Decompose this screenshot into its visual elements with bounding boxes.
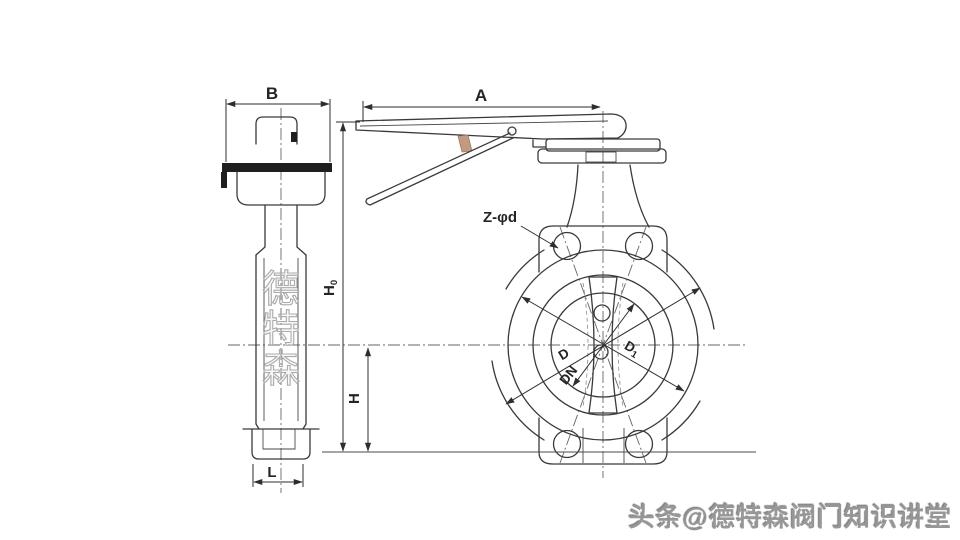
front-view xyxy=(322,113,756,465)
side-view-bottom-lug-inner xyxy=(262,429,296,450)
flange-arcs xyxy=(491,249,715,441)
lever-grip-pad xyxy=(457,134,473,153)
side-view-handle-plate-hook xyxy=(221,172,227,188)
top-lug xyxy=(538,225,668,273)
side-view-body-outer xyxy=(255,254,307,425)
dim-label-B: B xyxy=(266,84,278,103)
side-view-waist xyxy=(255,423,307,430)
dimensions: B A H0 H L Z-φd D DN D1 xyxy=(225,84,701,487)
dim-label-H: H xyxy=(346,393,363,404)
ratchet-step xyxy=(532,139,547,148)
dim-label-D: D xyxy=(556,345,572,363)
dim-label-L: L xyxy=(267,464,276,481)
dim-label-Z-phi-d: Z-φd xyxy=(483,209,517,226)
lever-handle-bar xyxy=(355,113,627,140)
mounting-plate-slot xyxy=(585,151,617,163)
bolt-hole-bottom-right xyxy=(624,429,654,459)
lever-trigger-rod xyxy=(365,132,514,206)
valve-neck xyxy=(566,164,650,228)
side-view-mounting-bowl xyxy=(236,171,326,206)
dim-label-DN: DN xyxy=(557,363,581,388)
bolt-hole-top-right xyxy=(624,231,654,261)
ratchet-plate xyxy=(545,138,661,152)
dim-label-D1: D1 xyxy=(620,338,643,361)
dim-label-H0: H0 xyxy=(321,280,340,296)
bottom-lug xyxy=(538,417,668,465)
bolt-hole-bottom-left xyxy=(552,429,582,459)
dim-label-A: A xyxy=(475,86,487,105)
disc-pin-hole xyxy=(593,304,611,322)
mounting-plate xyxy=(537,148,667,164)
side-view-body-inner xyxy=(263,258,299,421)
side-view-bottom-lug-outer xyxy=(242,428,320,460)
side-view xyxy=(221,116,332,460)
side-view-handle-plate xyxy=(222,163,332,172)
disc-edge xyxy=(588,276,618,414)
lever-handle-edge xyxy=(359,120,609,127)
lever-pivot xyxy=(507,126,517,136)
caption-text: 头条@德特森阀门知识讲堂 xyxy=(628,502,952,532)
side-view-grip-hump xyxy=(255,116,298,145)
side-view-neck xyxy=(255,204,307,256)
bottom-lug-web xyxy=(582,428,625,463)
side-view-grip-notch xyxy=(291,132,297,142)
